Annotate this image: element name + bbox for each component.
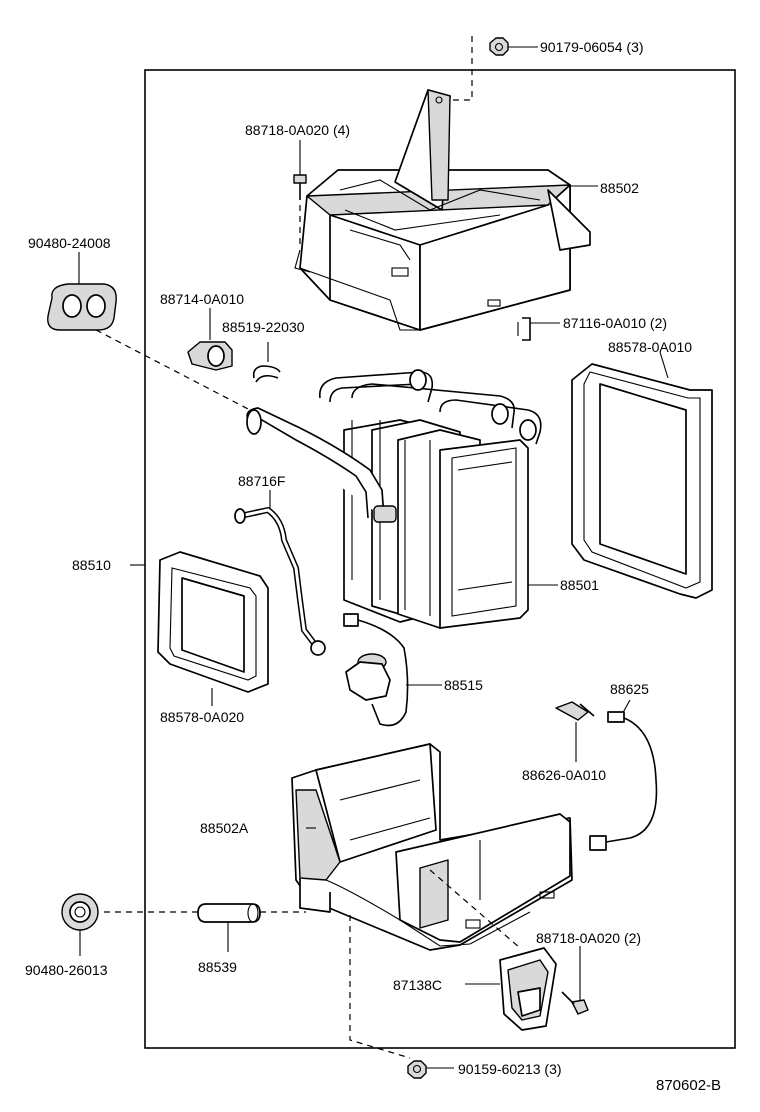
label-88502A: 88502A [200, 820, 249, 836]
label-90480-24008: 90480-24008 [28, 235, 111, 251]
clip-88626 [555, 701, 595, 762]
clip-87116 [517, 317, 560, 341]
label-88519: 88519-22030 [222, 319, 305, 335]
pipe-88716F [234, 490, 326, 656]
seal-88578-0A010 [571, 351, 713, 599]
tube-88539 [197, 903, 261, 952]
label-87116: 87116-0A010 (2) [563, 315, 667, 331]
grommet-90480-26013 [61, 893, 306, 956]
diagram-id: 870602-B [656, 1077, 721, 1094]
label-87138C: 87138C [393, 977, 442, 993]
label-90159: 90159-60213 (3) [458, 1061, 562, 1077]
label-88714: 88714-0A010 [160, 291, 244, 307]
label-88626: 88626-0A010 [522, 767, 606, 783]
lower-case-88502A [291, 743, 573, 951]
label-88515: 88515 [444, 677, 483, 693]
label-90480-26013: 90480-26013 [25, 962, 108, 978]
screw-88718-top [293, 140, 307, 245]
sensor-88625 [589, 699, 658, 851]
upper-case-88502 [294, 89, 598, 331]
label-88510: 88510 [72, 557, 111, 573]
label-88539: 88539 [198, 959, 237, 975]
thermistor-88515 [343, 613, 442, 727]
label-90179: 90179-06054 (3) [540, 39, 644, 55]
label-88578-0A020: 88578-0A020 [160, 709, 244, 725]
seal-88578-0A020 [157, 551, 269, 706]
assembly-frame [144, 69, 736, 1049]
clamp-88714 [187, 308, 233, 371]
label-88502: 88502 [600, 180, 639, 196]
clip-88519 [252, 342, 281, 383]
screw-88718-bottom [561, 946, 589, 1015]
label-88718-bottom: 88718-0A020 (2) [536, 930, 641, 946]
label-88716F: 88716F [238, 473, 285, 489]
label-88625: 88625 [610, 681, 649, 697]
nut-90179 [452, 36, 538, 101]
label-88501: 88501 [560, 577, 599, 593]
label-88578-0A010: 88578-0A010 [608, 339, 692, 355]
evaporator-88501 [246, 369, 558, 629]
resistor-87138C [429, 869, 557, 1031]
nut-90159 [349, 915, 454, 1079]
label-88718-top: 88718-0A020 (4) [245, 122, 350, 138]
grommet-90480-24008 [47, 252, 251, 411]
